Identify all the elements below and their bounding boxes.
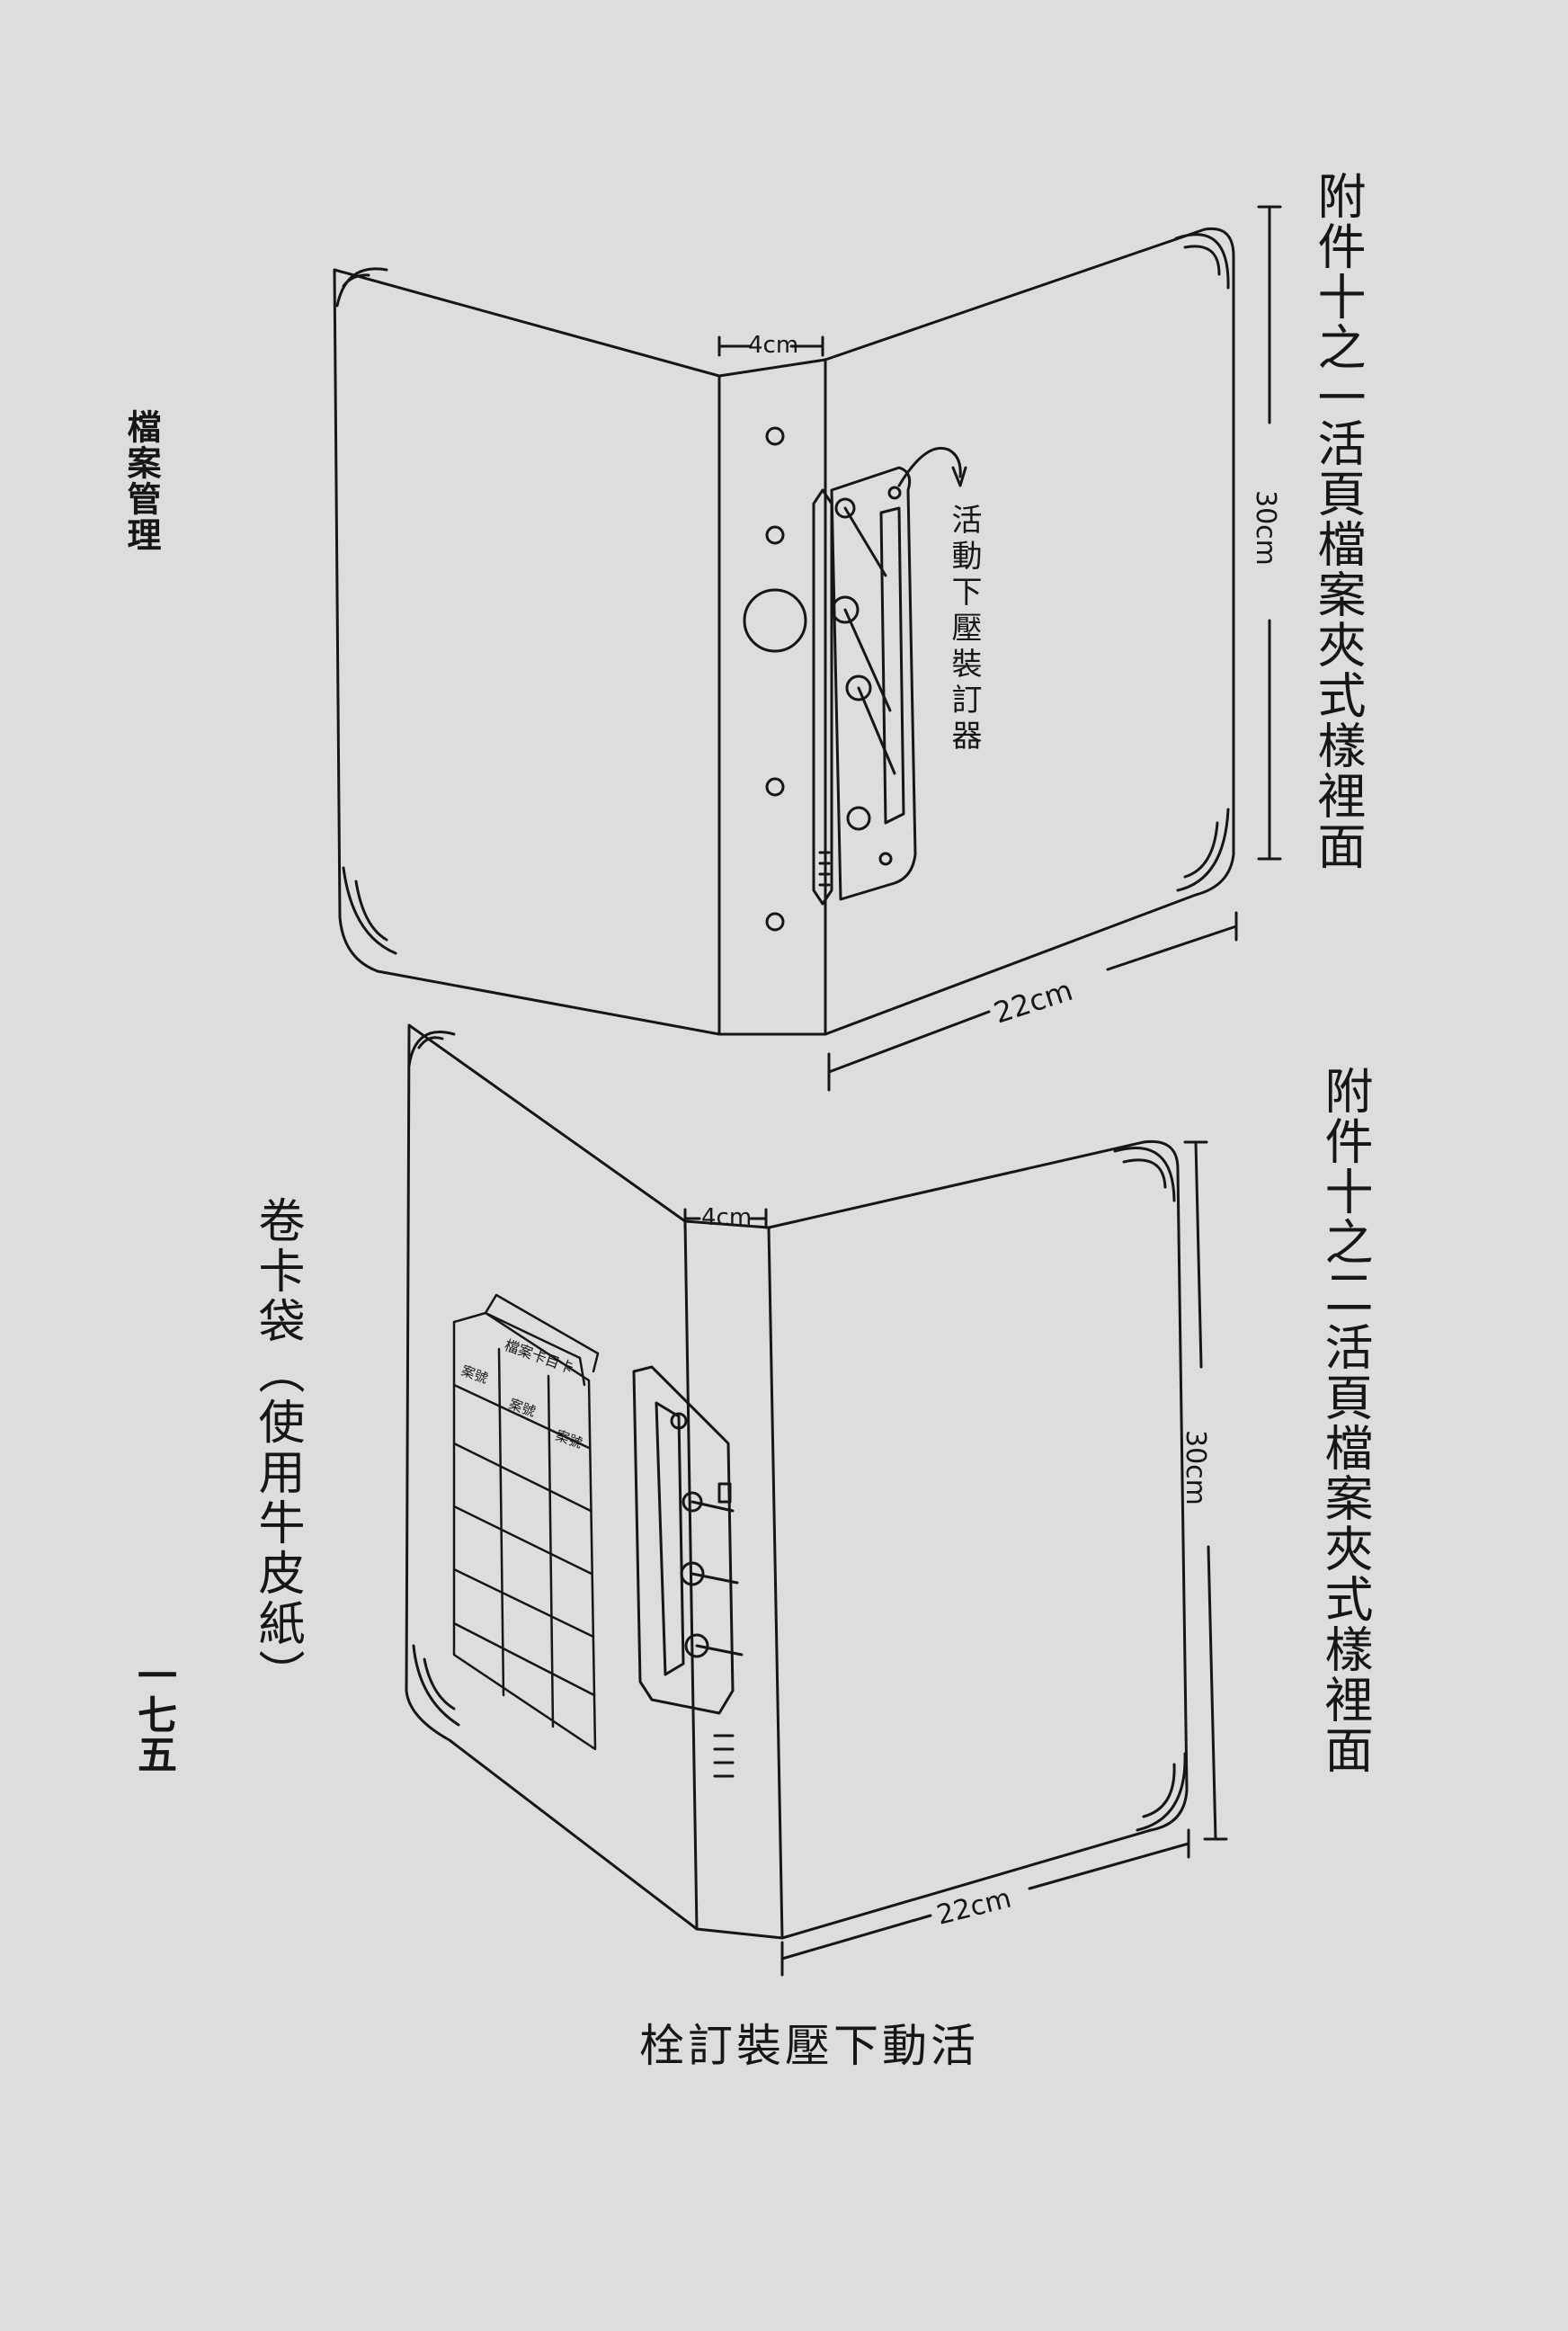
page-number: 一七五 (130, 1655, 176, 1773)
card-tab-4: 案號 (554, 1427, 584, 1451)
fig1-dim-spine-line (717, 335, 824, 357)
card-tab-2: 案號 (459, 1362, 490, 1387)
figure-2-folder: 檔案卡目卡 案號 案號 案號 (405, 1023, 1228, 1977)
fig2-corner-tl (407, 1031, 456, 1067)
running-head: 檔案管理 (121, 409, 162, 553)
fig1-dim-width-label: 22cm (990, 973, 1077, 1031)
fig1-spine-hole (765, 426, 785, 446)
fig1-spine-hole (765, 777, 785, 797)
fig1-corner-tl (335, 267, 388, 308)
figure-1-number: 附件十之一 (1309, 171, 1366, 423)
fig2-dim-width-line (780, 1828, 1190, 1977)
fig2-right-cover (767, 1139, 1189, 1940)
figure-2-title: 活頁檔案夾式樣裡面 (1316, 1322, 1373, 1775)
fig2-left-cover (405, 1023, 699, 1931)
fig1-dim-width-line (827, 911, 1238, 1092)
mechanism-caption: 栓訂裝壓下動活 (639, 2020, 979, 2072)
fig1-left-cover (333, 268, 721, 1036)
fig1-spine-thumb-hole (743, 588, 807, 653)
fig2-binder-mechanism (632, 1365, 744, 1778)
fig1-corner-bl (342, 866, 397, 955)
figure-1-folder (333, 205, 1282, 1092)
fig2-corner-bl (412, 1644, 460, 1727)
fig2-corner-br (1136, 1752, 1187, 1832)
fig2-dim-height-line (1183, 1140, 1228, 1841)
fig1-dim-height-line (1257, 205, 1282, 861)
fig1-spine (717, 358, 827, 1036)
fig1-binder-mechanism (812, 447, 967, 906)
card-tab-1: 檔案卡目卡 (503, 1336, 576, 1377)
fig2-card-pocket (452, 1293, 600, 1751)
fig1-corner-tr (1174, 233, 1230, 290)
fig1-spine-hole (765, 525, 785, 545)
fig2-dim-spine-line (683, 1208, 768, 1229)
fig2-dim-spine-label: 4cm (701, 1204, 752, 1231)
fig1-dim-spine-label: 4cm (748, 332, 798, 359)
fig1-right-cover (824, 227, 1235, 1036)
binder-mechanism-label: 活動下壓裝訂器 (946, 504, 982, 755)
fig1-spine-hole (765, 912, 785, 932)
fig2-dim-height-label: 30cm (1180, 1430, 1211, 1505)
card-tab-3: 案號 (507, 1396, 538, 1420)
fig1-dim-height-label: 30cm (1250, 490, 1281, 566)
fig2-spine (683, 1219, 784, 1940)
fig1-corner-br (1176, 808, 1230, 892)
fig2-corner-tr (1113, 1147, 1176, 1202)
card-pocket-label: 卷卡袋（使用牛皮紙） (250, 1196, 304, 1700)
figure-1-title: 活頁檔案夾式樣裡面 (1309, 418, 1366, 871)
figure-2-number: 附件十之二 (1316, 1066, 1373, 1317)
